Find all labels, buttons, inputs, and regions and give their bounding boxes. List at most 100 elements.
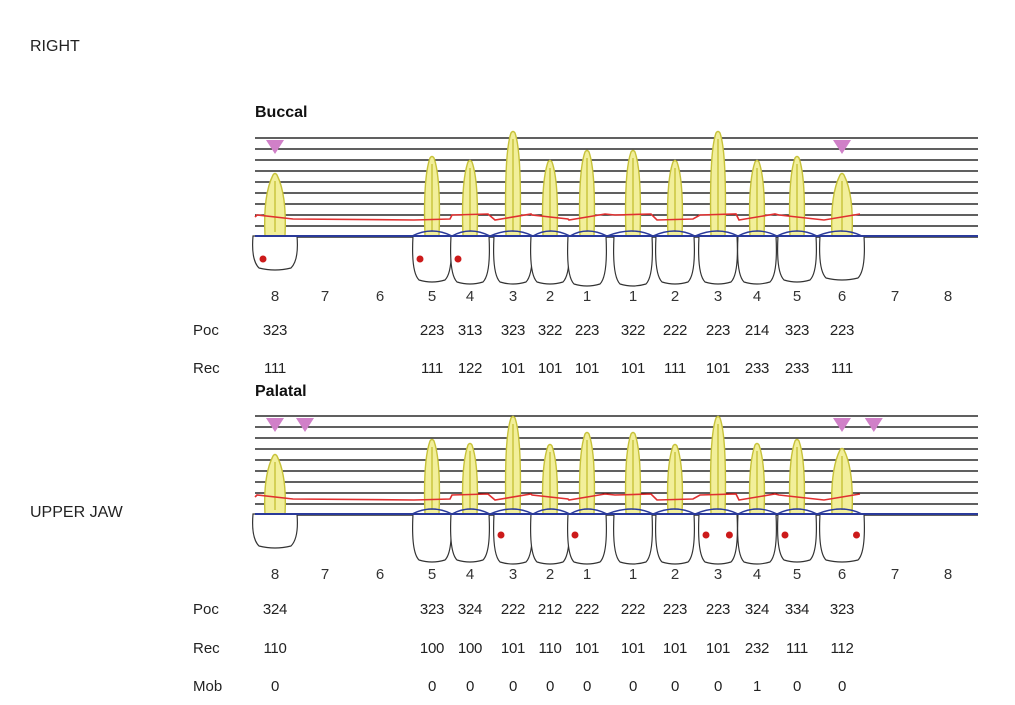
palatal-row-value: 100 <box>457 640 483 657</box>
palatal-row-value: 323 <box>829 601 855 618</box>
buccal-row-value: 111 <box>664 360 686 377</box>
palatal-row-value: 0 <box>545 678 555 695</box>
buccal-row-value: 233 <box>784 360 810 377</box>
buccal-marker-triangle <box>266 140 284 154</box>
buccal-tooth-number: 3 <box>508 288 518 305</box>
palatal-tooth-crown <box>655 513 695 565</box>
buccal-row-value: 111 <box>831 360 853 377</box>
palatal-gum-line <box>254 493 861 501</box>
palatal-tooth-crown <box>530 513 570 565</box>
palatal-row-value: 222 <box>500 601 526 618</box>
buccal-bleeding-dot <box>416 255 424 263</box>
buccal-tooth-number: 3 <box>713 288 723 305</box>
palatal-row-value: 0 <box>465 678 475 695</box>
buccal-row-value: 223 <box>574 322 600 339</box>
palatal-bleeding-dot <box>725 531 733 539</box>
palatal-tooth-crown <box>698 513 738 565</box>
palatal-bleeding-dot <box>781 531 789 539</box>
palatal-row-value: 110 <box>263 640 287 657</box>
palatal-row-value: 222 <box>574 601 600 618</box>
palatal-row-value: 112 <box>830 640 854 657</box>
buccal-tooth-number: 6 <box>375 288 385 305</box>
jaw-label: UPPER JAW <box>30 504 123 521</box>
buccal-tooth-crown <box>530 235 570 285</box>
buccal-tooth-crown <box>698 235 738 285</box>
palatal-tooth-number: 5 <box>427 566 437 583</box>
buccal-tooth-number: 8 <box>270 288 280 305</box>
palatal-row-value: 101 <box>574 640 600 657</box>
palatal-marker-triangle <box>266 418 284 432</box>
buccal-title: Buccal <box>255 104 308 121</box>
buccal-tooth-crown <box>613 235 653 287</box>
buccal-row-label: Rec <box>193 360 220 377</box>
buccal-row-value: 223 <box>829 322 855 339</box>
palatal-tooth-number: 5 <box>792 566 802 583</box>
palatal-row-value: 0 <box>670 678 680 695</box>
buccal-row-value: 313 <box>457 322 483 339</box>
palatal-bleeding-dot <box>853 531 860 539</box>
buccal-row-value: 222 <box>662 322 688 339</box>
buccal-row-value: 223 <box>705 322 731 339</box>
buccal-row-value: 322 <box>537 322 563 339</box>
palatal-row-value: 101 <box>705 640 731 657</box>
buccal-tooth-crown <box>493 235 533 285</box>
buccal-row-value: 233 <box>744 360 770 377</box>
buccal-row-value: 322 <box>620 322 646 339</box>
buccal-tooth-crown <box>655 235 695 285</box>
palatal-marker-triangle <box>864 418 883 432</box>
palatal-row-value: 324 <box>262 601 288 618</box>
palatal-row-label: Rec <box>193 640 220 657</box>
palatal-bone-contour <box>411 508 863 515</box>
buccal-row-value: 101 <box>620 360 646 377</box>
buccal-tooth-number: 4 <box>752 288 762 305</box>
palatal-row-value: 212 <box>537 601 563 618</box>
palatal-tooth-number: 7 <box>890 566 900 583</box>
palatal-tooth-crown <box>567 513 607 565</box>
buccal-tooth-crown <box>252 235 298 271</box>
palatal-tooth-number: 2 <box>670 566 680 583</box>
palatal-row-value: 100 <box>419 640 445 657</box>
side-label: RIGHT <box>30 38 80 55</box>
palatal-title: Palatal <box>255 383 307 400</box>
buccal-gum-line <box>254 213 861 221</box>
buccal-bleeding-dot <box>454 255 462 263</box>
palatal-row-value: 324 <box>744 601 770 618</box>
buccal-tooth-number: 5 <box>792 288 802 305</box>
palatal-row-value: 101 <box>662 640 688 657</box>
palatal-tooth-crown <box>450 513 490 563</box>
palatal-row-value: 101 <box>620 640 646 657</box>
palatal-bleeding-dot <box>702 531 710 539</box>
buccal-bone-contour <box>411 230 863 237</box>
palatal-row-value: 0 <box>270 678 280 695</box>
palatal-row-value: 110 <box>538 640 562 657</box>
buccal-tooth-number: 8 <box>943 288 953 305</box>
palatal-row-value: 0 <box>582 678 592 695</box>
buccal-tooth-number: 7 <box>890 288 900 305</box>
palatal-row-value: 324 <box>457 601 483 618</box>
buccal-row-value: 101 <box>537 360 563 377</box>
buccal-tooth-crown <box>450 235 490 285</box>
buccal-tooth-number: 4 <box>465 288 475 305</box>
palatal-row-value: 111 <box>786 640 808 657</box>
palatal-row-value: 223 <box>705 601 731 618</box>
buccal-row-value: 122 <box>457 360 483 377</box>
palatal-marker-triangle <box>833 418 851 432</box>
buccal-row-value: 214 <box>744 322 770 339</box>
palatal-row-value: 1 <box>752 678 762 695</box>
buccal-row-value: 101 <box>500 360 526 377</box>
palatal-tooth-number: 4 <box>465 566 475 583</box>
palatal-tooth-crown <box>252 513 298 549</box>
buccal-tooth-number: 6 <box>837 288 847 305</box>
palatal-marker-triangle <box>296 418 314 432</box>
palatal-row-value: 334 <box>784 601 810 618</box>
buccal-tooth-number: 1 <box>582 288 592 305</box>
buccal-row-value: 101 <box>705 360 731 377</box>
palatal-row-value: 0 <box>792 678 802 695</box>
palatal-row-value: 0 <box>837 678 847 695</box>
palatal-tooth-number: 3 <box>508 566 518 583</box>
buccal-row-value: 323 <box>784 322 810 339</box>
buccal-marker-triangle <box>833 140 851 154</box>
palatal-tooth-number: 1 <box>628 566 638 583</box>
palatal-bleeding-dot <box>497 531 505 539</box>
